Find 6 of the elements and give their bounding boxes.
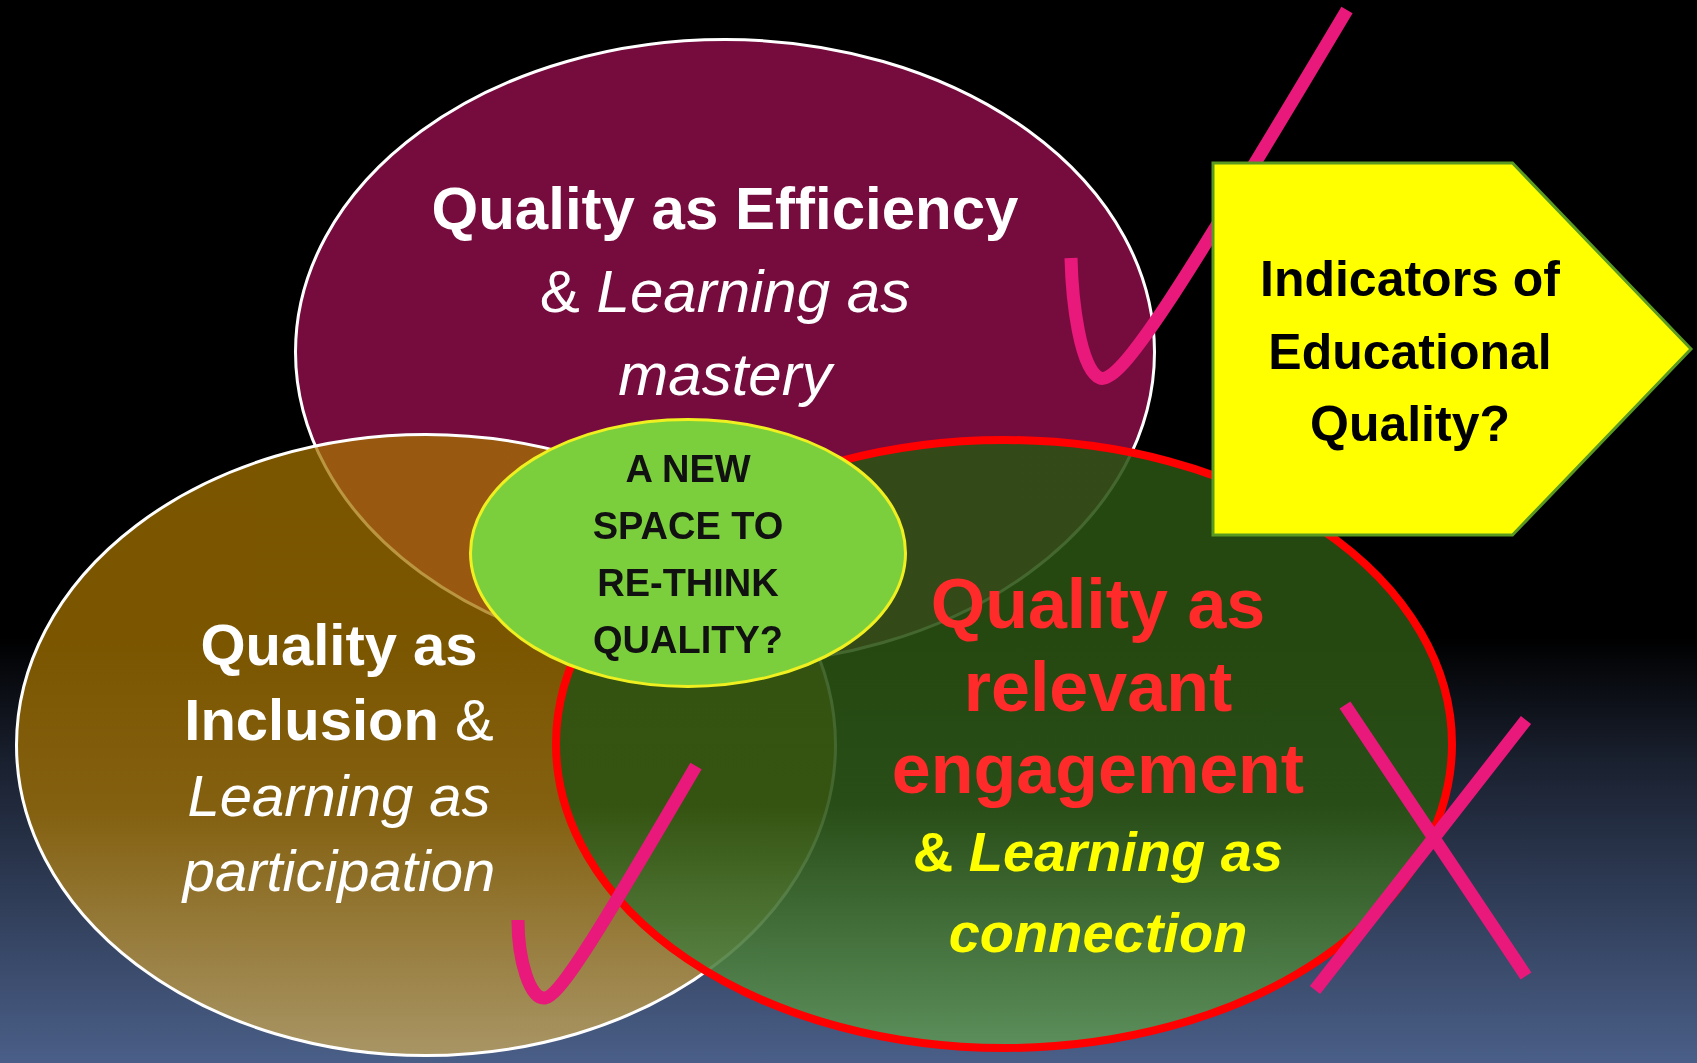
pentagon-text: Indicators of Educational Quality? <box>1259 250 1561 455</box>
ellipse-heading: Quality as Efficiency & Learning as mastery <box>430 173 1020 410</box>
center-text: A NEW SPACE TO RE-THINK QUALITY? <box>591 447 785 663</box>
ellipse-subheading: & Learning as connection <box>911 818 1285 966</box>
ellipse-heading: Quality as Inclusion & Learning as participation <box>180 611 497 906</box>
ellipse-heading: Quality as relevant engagement <box>890 563 1306 811</box>
